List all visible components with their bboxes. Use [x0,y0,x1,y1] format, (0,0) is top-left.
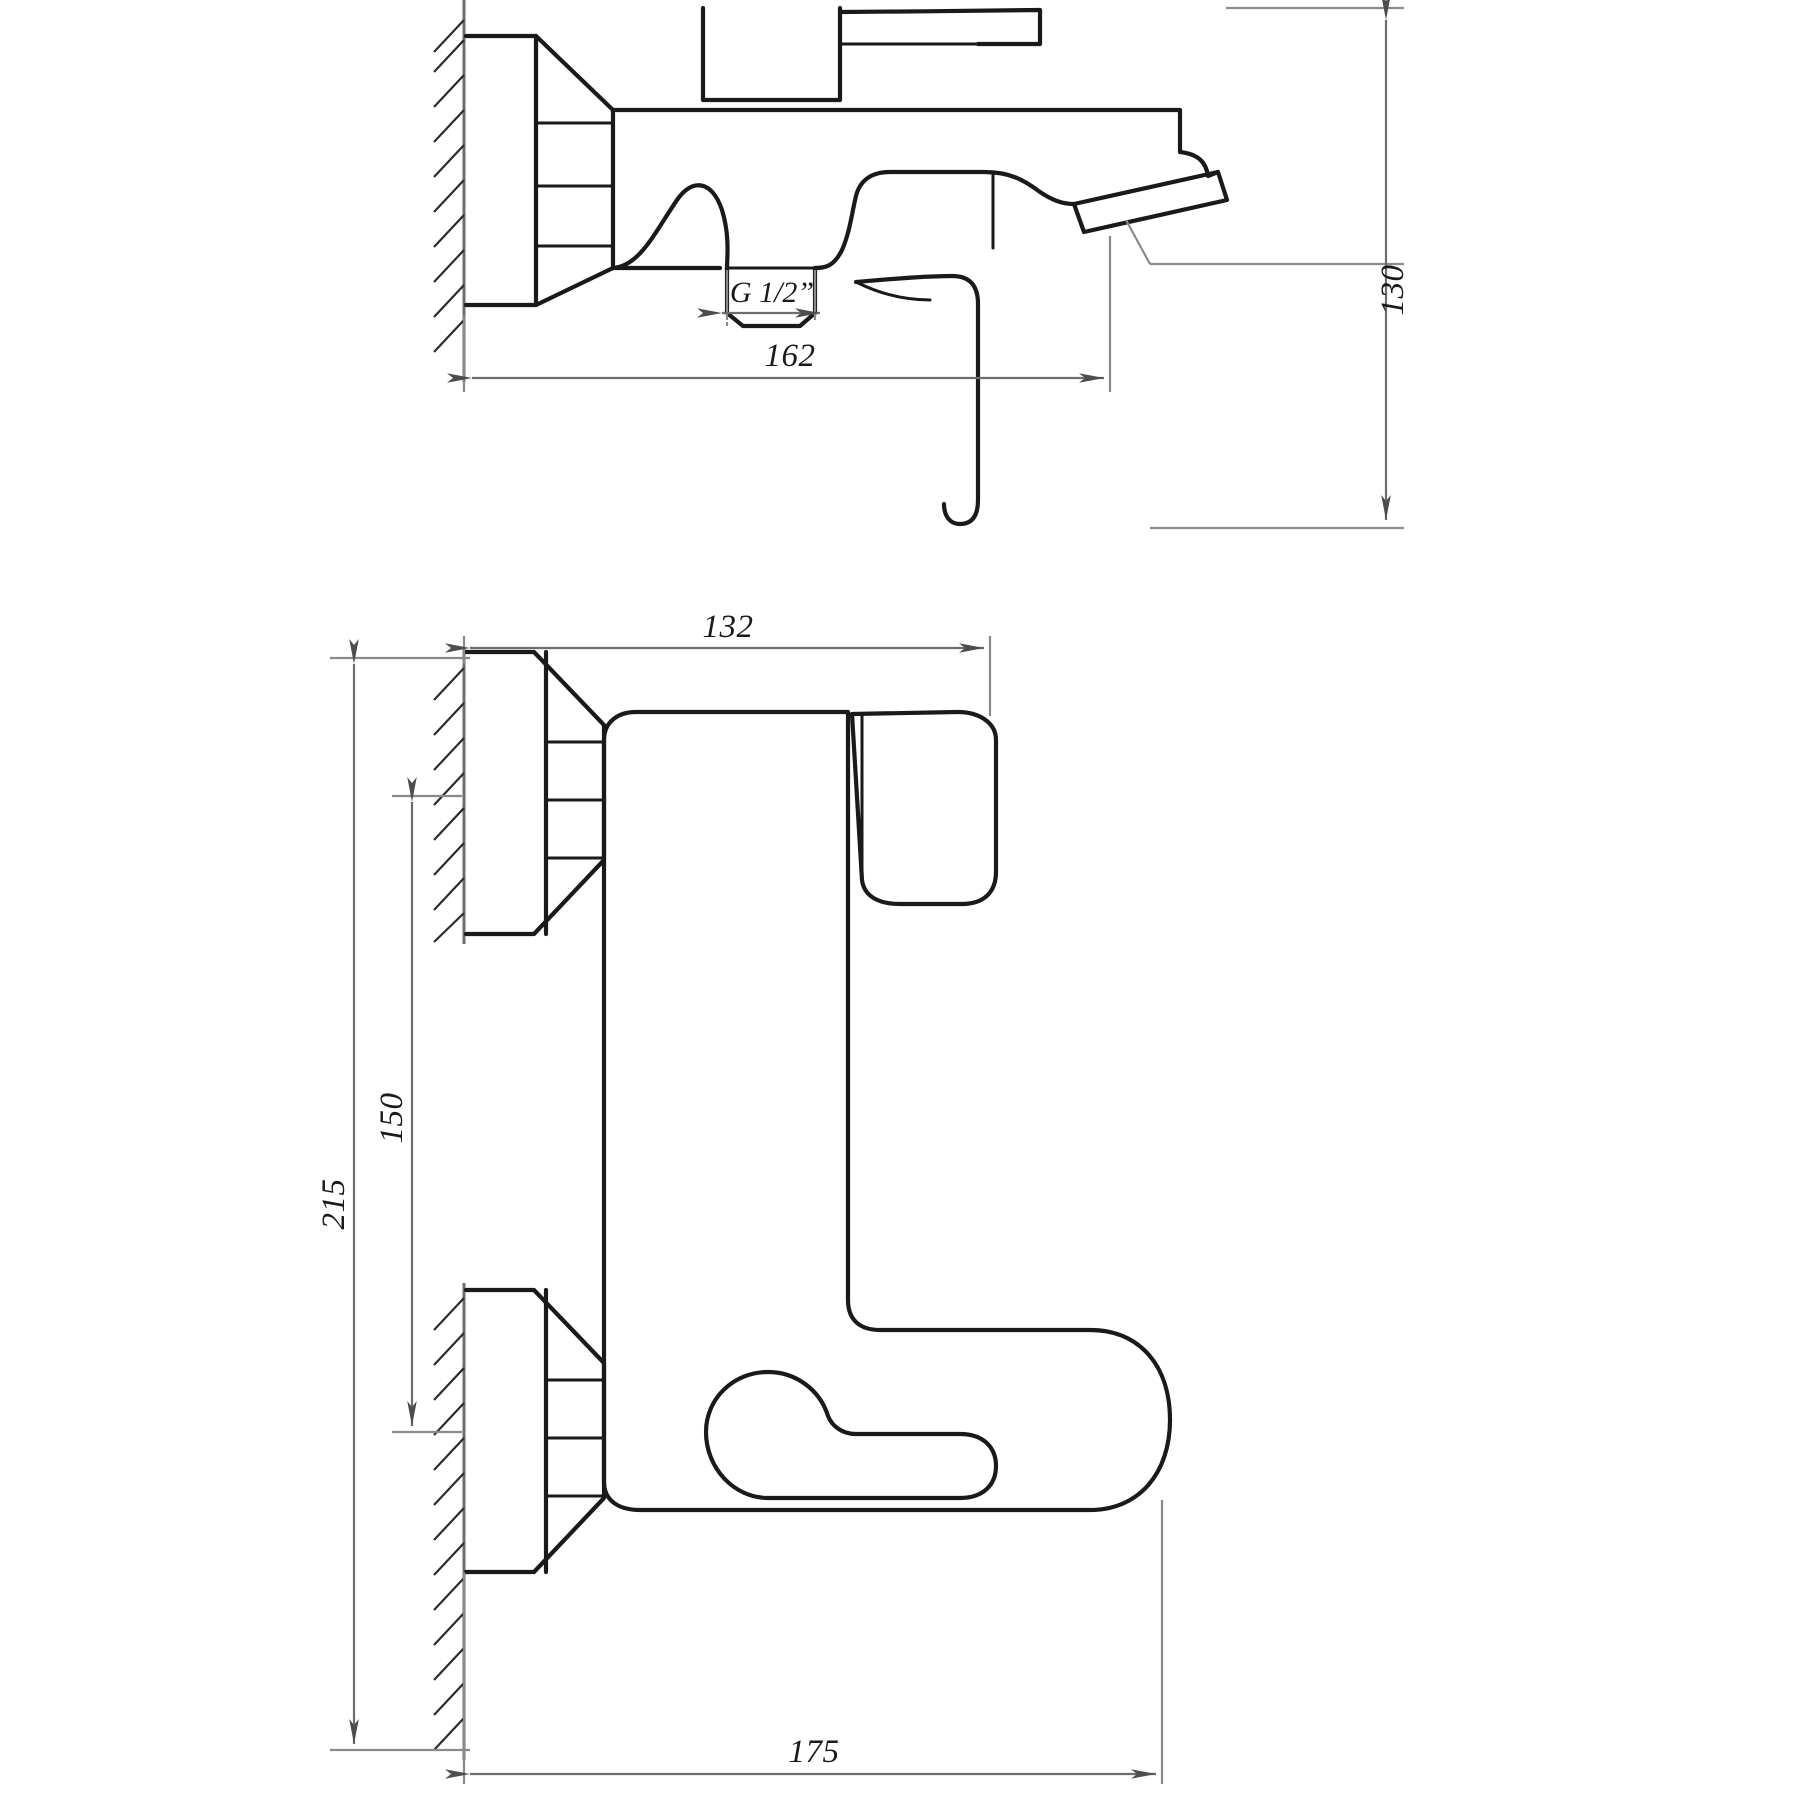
dimensions-front-view: 132 215 150 175 [316,609,1164,1784]
dim-label-130: 130 [1375,265,1411,316]
lever-handle-arm [837,7,1043,47]
spout-tip-outer [1177,149,1221,179]
diverter-knob-top [610,183,730,271]
mixer-front-body [601,709,1173,1513]
dimensions-side-view: 130 162 G 1/2” [447,0,1411,530]
leader-line-130 [1125,219,1151,265]
wall-hatching-front-lower [433,1283,466,1760]
escutcheon-flange-lower [463,1287,607,1575]
wall-hatching-front-upper [433,648,466,944]
wall-hatching-top [433,0,466,382]
body-underside-right [812,169,893,271]
escutcheon-flange-top [463,33,616,308]
mixer-body-top [610,107,1183,155]
dim-label-thread: G 1/2” [730,276,814,309]
front-lever-handle [849,709,999,907]
dim-label-175: 175 [789,1734,840,1770]
escutcheon-flange-upper [463,649,607,937]
shower-outlet-arm-inner [854,280,932,302]
side-elevation-view [433,0,1230,527]
shower-outlet-arm [853,273,981,527]
dim-label-150: 150 [374,1093,410,1144]
dim-label-162: 162 [765,338,816,374]
lever-handle-top [700,5,843,103]
front-elevation-view [433,648,1173,1760]
hose-outlet-keyhole [703,1369,999,1501]
dim-label-215: 215 [316,1179,352,1230]
dim-label-132: 132 [703,609,754,645]
spout-aerator [1071,169,1230,235]
spout-upper-curve [887,169,1077,207]
